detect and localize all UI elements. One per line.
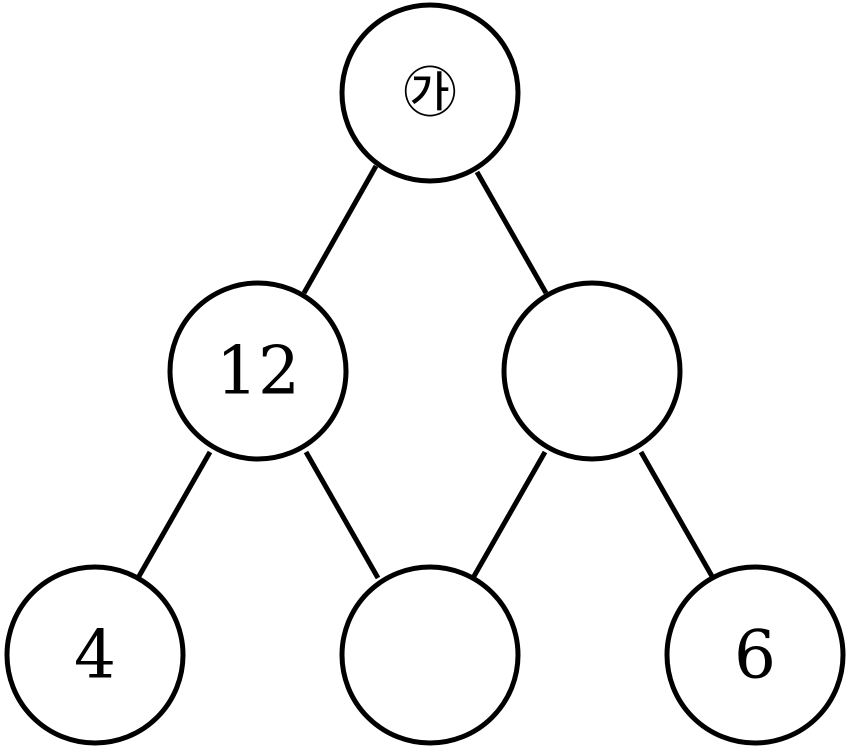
node-bottom-left-label: 4: [74, 617, 116, 694]
node-middle-left-label: 12: [216, 333, 300, 410]
node-bottom-left-circle: [4, 564, 186, 746]
node-bottom-middle-circle: [339, 564, 521, 746]
node-bottom-middle: [339, 564, 521, 746]
node-bottom-right: 6: [664, 564, 846, 746]
node-middle-right-circle: [501, 280, 683, 462]
edges: [135, 164, 716, 580]
edge-top-middle-right: [474, 170, 549, 295]
node-middle-left-circle: [167, 280, 349, 462]
node-top-circle: [339, 2, 521, 184]
node-top: ㉮: [339, 2, 521, 184]
node-bottom-left: 4: [4, 564, 186, 746]
edge-top-middle-left: [301, 164, 379, 295]
edge-middle-left-bottom-left: [135, 450, 213, 580]
node-bottom-right-label: 6: [734, 617, 776, 694]
edge-middle-right-bottom-middle: [470, 450, 548, 580]
edge-middle-left-bottom-middle: [303, 450, 381, 580]
edge-middle-right-bottom-right: [638, 450, 716, 580]
node-top-label: ㉮: [403, 62, 457, 125]
node-middle-left: 12: [167, 280, 349, 462]
node-bottom-right-circle: [664, 564, 846, 746]
node-middle-right: [501, 280, 683, 462]
